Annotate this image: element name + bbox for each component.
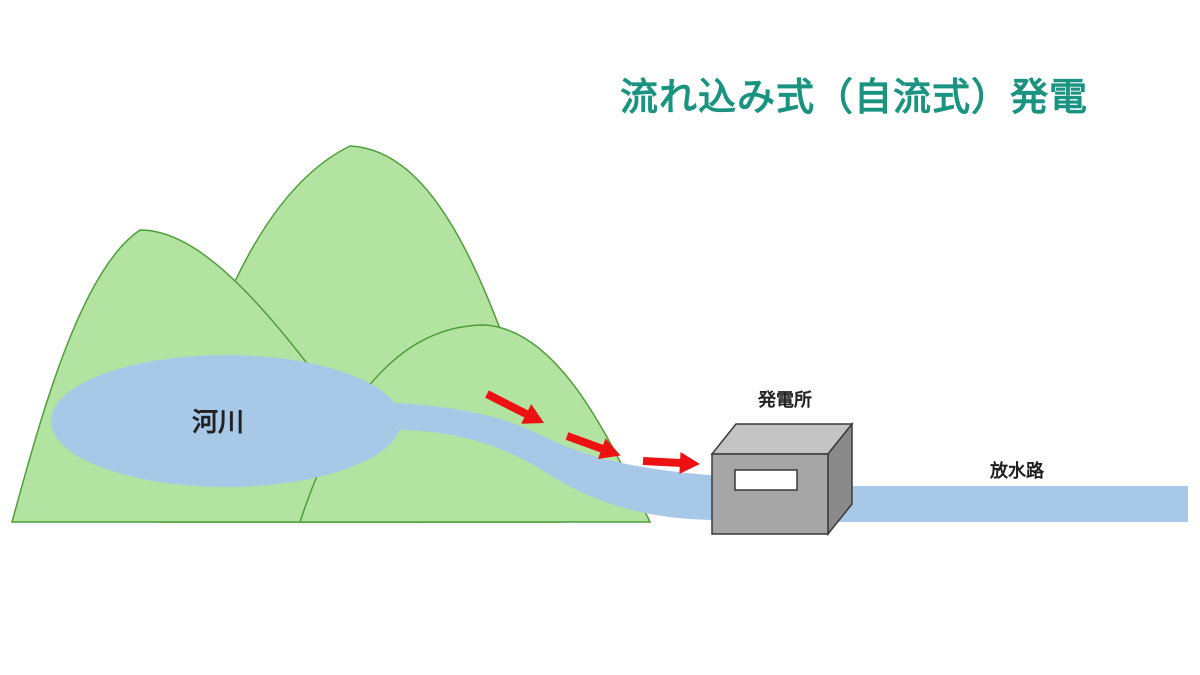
tailrace-channel bbox=[820, 486, 1188, 522]
river-lake bbox=[51, 355, 401, 487]
station-front bbox=[711, 453, 829, 535]
power-station bbox=[710, 421, 854, 537]
flow-arrow bbox=[642, 451, 700, 474]
power-station-label: 発電所 bbox=[758, 390, 812, 411]
flow-arrow bbox=[565, 432, 621, 459]
intake-channel bbox=[380, 402, 720, 520]
flow-arrow bbox=[485, 390, 545, 424]
diagram-title: 流れ込み式（自流式）発電 bbox=[620, 75, 1089, 119]
tailrace-label: 放水路 bbox=[990, 461, 1044, 482]
river-label: 河川 bbox=[192, 408, 245, 438]
station-window bbox=[734, 469, 798, 491]
